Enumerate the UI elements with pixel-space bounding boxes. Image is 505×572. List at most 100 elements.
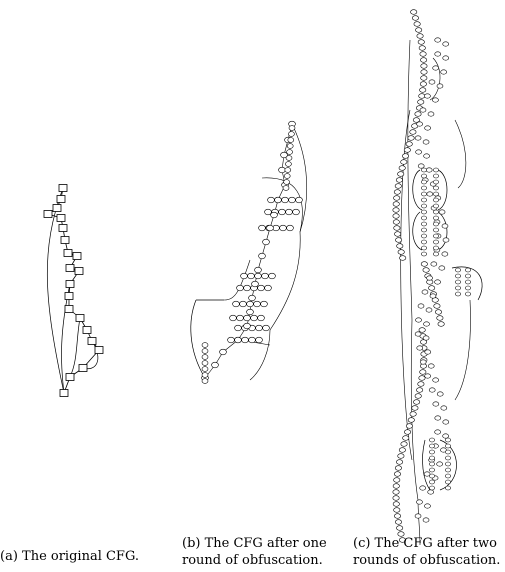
cfg-node [412,117,420,123]
cfg-node [56,195,66,203]
cfg-node [395,237,403,243]
cfg-node [445,485,451,491]
cfg-node [87,337,97,345]
cfg-edge [261,177,303,233]
cfg-node [201,366,209,372]
cfg-node [429,467,435,473]
cfg-node [409,129,417,135]
cfg-node [445,479,451,485]
cfg-node [400,159,408,165]
cfg-node [419,81,427,87]
cfg-node [266,224,274,232]
cfg-node [64,292,74,300]
cfg-node [58,224,68,232]
cfg-node [286,149,293,155]
cfg-node [425,167,433,173]
cfg-node [392,495,400,501]
cfg-node [419,87,427,93]
cfg-node [455,285,461,291]
cfg-node [288,131,295,137]
cfg-node [43,210,53,218]
cfg-node [424,349,432,355]
cfg-node [433,173,439,179]
cfg-node [429,437,435,443]
cfg-node [465,279,471,285]
cfg-node [201,360,209,366]
cfg-node [422,139,430,145]
cfg-node [268,272,276,280]
cfg-node [429,293,437,299]
cfg-node [434,309,442,315]
cfg-edge [190,299,206,379]
cfg-node [407,135,415,141]
cfg-node [285,161,292,167]
cfg-node [404,429,412,435]
cfg-node [243,322,251,330]
cfg-node [420,69,428,75]
cfg-edge [269,231,301,331]
cfg-node [56,214,66,222]
cfg-node [455,279,461,285]
cfg-node [445,473,451,479]
cfg-node [397,249,405,255]
cfg-node [397,531,405,537]
cfg-node [418,45,426,51]
cfg-node [418,93,426,99]
cfg-node [82,326,92,334]
cfg-edge [422,439,431,491]
cfg-node [433,197,439,203]
cfg-node [433,233,439,239]
cfg-node [421,179,427,185]
cfg-node [420,57,428,63]
cfg-node [421,221,427,227]
cfg-node [437,321,445,327]
cfg-node [433,245,439,251]
cfg-node [52,204,62,212]
cfg-node [410,9,418,15]
cfg-node [440,405,448,411]
cfg-node [58,184,68,192]
cfg-node [423,471,431,477]
cfg-node [465,285,471,291]
cfg-node [59,389,69,397]
cfg-node [421,191,427,197]
cfg-node [434,51,442,57]
cfg-node [432,65,439,71]
cfg-node [416,33,424,39]
cfg-node [438,265,446,271]
cfg-node [417,39,425,45]
cfg-node [254,266,262,274]
cfg-node [415,317,422,323]
cfg-node [394,231,402,237]
cfg-node [405,141,413,147]
caption-line: (c) The CFG after two [353,536,497,551]
cfg-node [433,179,439,185]
cfg-node [417,381,425,387]
cfg-edge [429,57,441,101]
cfg-node [432,401,440,407]
cfg-node [441,251,449,257]
cfg-node [295,196,303,204]
cfg-node [63,249,73,257]
cfg-node [399,255,407,261]
cfg-node [394,183,402,189]
cfg-node [425,307,433,313]
cfg-node [282,185,290,191]
cfg-node [280,151,288,159]
cfg-node [414,111,422,117]
cfg-node [398,537,406,543]
cfg-node [421,185,427,191]
cfg-node [421,251,427,257]
cfg-edge [249,329,271,381]
cfg-node [426,191,434,197]
cfg-node [201,348,209,354]
caption-two-rounds: (c) The CFG after two rounds of obfuscat… [353,535,500,569]
cfg-edge [437,169,448,211]
cfg-node [397,171,405,177]
cfg-node [72,252,82,260]
cfg-node [394,513,402,519]
cfg-node [407,417,415,423]
cfg-edge [437,211,448,251]
cfg-node [433,209,439,215]
